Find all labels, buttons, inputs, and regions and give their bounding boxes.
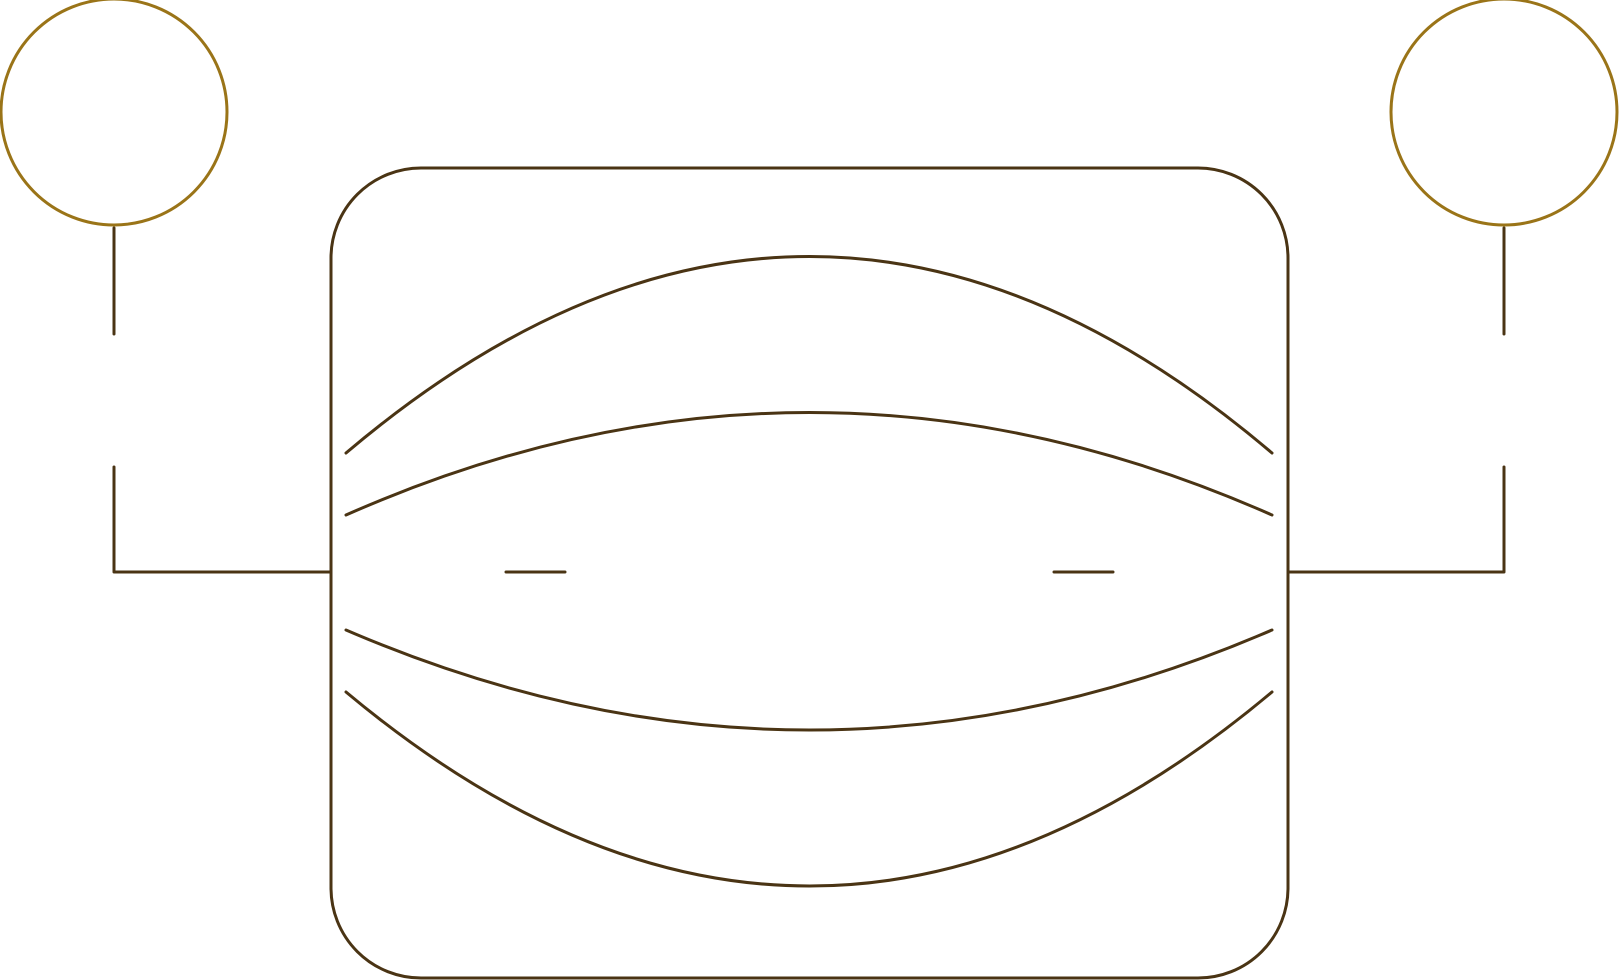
melon-stripe-top-outer xyxy=(344,255,1274,455)
melon-stripe-bottom-inner xyxy=(344,628,1274,732)
melon-frame xyxy=(329,166,1290,980)
melon-stripe-top-inner xyxy=(344,411,1274,517)
melon-stripes xyxy=(344,255,1274,888)
left-connector-lower-line xyxy=(112,465,333,574)
right-connector xyxy=(1286,226,1506,574)
melon-stripe-bottom-outer xyxy=(344,690,1274,888)
left-connector xyxy=(112,226,333,574)
left-node-circle-icon xyxy=(0,0,229,227)
right-connector-lower-line xyxy=(1286,465,1506,574)
right-node-circle-icon xyxy=(1389,0,1619,227)
